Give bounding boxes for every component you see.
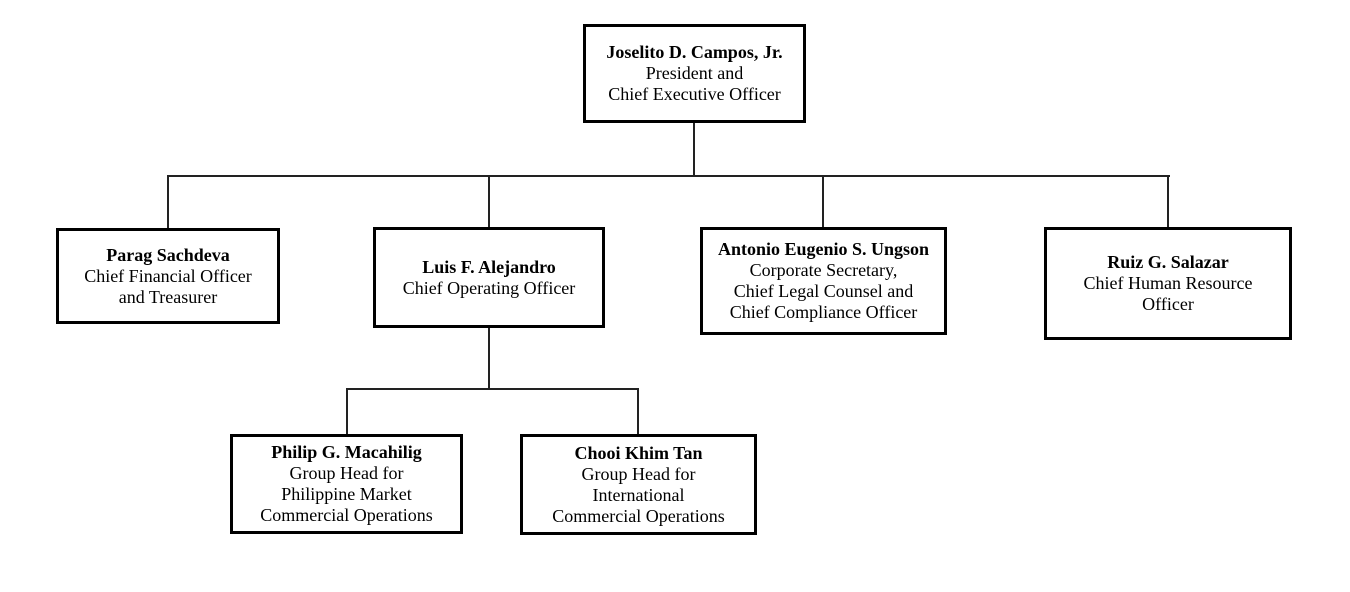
person-title: Group Head for International Commercial … [552, 463, 725, 526]
connector-level3-horizontal [346, 388, 639, 390]
person-title: Chief Human Resource Officer [1083, 273, 1253, 314]
org-node-cfo: Parag Sachdeva Chief Financial Officer a… [56, 228, 280, 324]
person-title: Chief Operating Officer [402, 277, 576, 298]
org-node-chro: Ruiz G. Salazar Chief Human Resource Off… [1044, 227, 1292, 340]
person-name: Antonio Eugenio S. Ungson [717, 239, 930, 259]
org-node-corporate-secretary: Antonio Eugenio S. Ungson Corporate Secr… [700, 227, 947, 335]
person-name: Ruiz G. Salazar [1107, 252, 1229, 272]
connector-level2-horizontal [167, 175, 1170, 177]
person-name: Joselito D. Campos, Jr. [606, 42, 783, 62]
org-node-group-head-international: Chooi Khim Tan Group Head for Internatio… [520, 434, 757, 535]
person-name: Philip G. Macahilig [271, 442, 422, 462]
connector-cfo-drop [167, 175, 169, 228]
connector-chro-drop [1167, 175, 1169, 228]
org-node-president-ceo: Joselito D. Campos, Jr. President and Ch… [583, 24, 806, 123]
person-name: Luis F. Alejandro [422, 256, 556, 277]
person-name: Parag Sachdeva [106, 244, 230, 265]
person-title: Chief Financial Officer and Treasurer [84, 265, 252, 307]
org-node-coo: Luis F. Alejandro Chief Operating Office… [373, 227, 605, 328]
person-title: Corporate Secretary, Chief Legal Counsel… [729, 260, 918, 322]
connector-coo-drop [488, 175, 490, 228]
connector-group-head-international-drop [637, 388, 639, 435]
person-title: President and Chief Executive Officer [608, 63, 781, 104]
connector-corporate-secretary-drop [822, 175, 824, 228]
org-node-group-head-philippine: Philip G. Macahilig Group Head for Phili… [230, 434, 463, 534]
person-name: Chooi Khim Tan [574, 442, 703, 463]
person-title: Group Head for Philippine Market Commerc… [260, 463, 433, 525]
connector-coo-down [488, 328, 490, 390]
connector-group-head-philippine-drop [346, 388, 348, 435]
connector-ceo-drop [693, 123, 695, 177]
